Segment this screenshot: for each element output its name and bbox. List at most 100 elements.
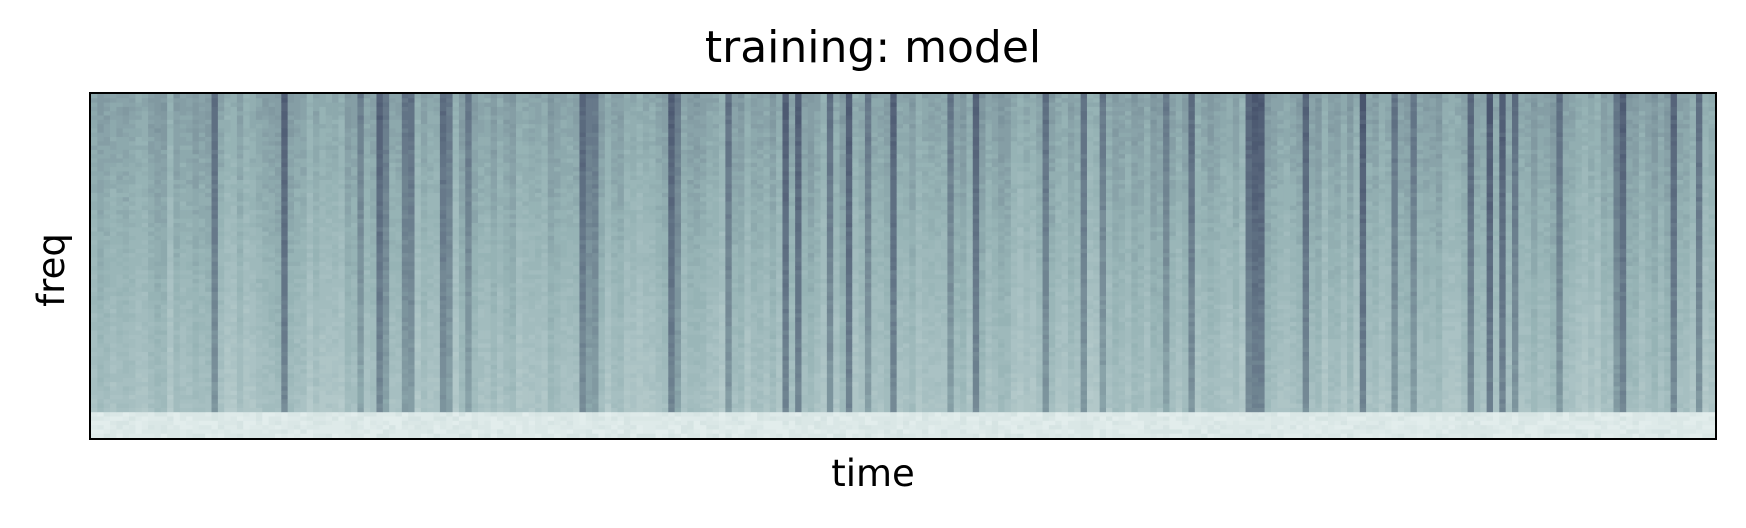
heatmap-cell xyxy=(680,218,688,224)
heatmap-cell xyxy=(642,149,650,159)
heatmap-cell xyxy=(287,386,295,396)
heatmap-cell xyxy=(141,291,149,297)
heatmap-cell xyxy=(484,205,492,211)
heatmap-cell xyxy=(262,326,270,331)
heatmap-cell xyxy=(268,321,276,331)
heatmap-cell xyxy=(579,291,587,301)
heatmap-cell xyxy=(338,253,346,258)
heatmap-cell xyxy=(243,270,250,284)
heatmap-cell xyxy=(541,304,549,318)
heatmap-cell xyxy=(192,330,200,344)
heatmap-cell xyxy=(649,141,656,146)
heatmap-cell xyxy=(129,214,136,220)
heatmap-cell xyxy=(465,231,473,237)
heatmap-cell xyxy=(230,201,238,207)
heatmap-cell xyxy=(592,291,599,297)
heatmap-cell xyxy=(516,257,523,267)
heatmap-cell xyxy=(103,188,111,194)
heatmap-cell xyxy=(141,321,149,327)
heatmap-cell xyxy=(636,240,644,245)
heatmap-cell xyxy=(148,158,155,164)
heatmap-cell xyxy=(179,180,187,185)
heatmap-cell xyxy=(420,201,428,207)
heatmap-cell xyxy=(433,274,441,280)
heatmap-cell xyxy=(674,94,682,99)
heatmap-cell xyxy=(427,352,434,361)
heatmap-cell xyxy=(655,106,663,112)
heatmap-cell xyxy=(547,321,555,331)
heatmap-cell xyxy=(167,274,174,280)
heatmap-cell xyxy=(579,377,587,383)
heatmap-cell xyxy=(509,420,517,426)
heatmap-cell xyxy=(547,111,555,116)
heatmap-cell xyxy=(420,304,428,318)
heatmap-cell xyxy=(186,119,193,129)
heatmap-cell xyxy=(427,171,434,177)
heatmap-cell xyxy=(414,416,422,422)
heatmap-cell xyxy=(116,210,124,215)
heatmap-cell xyxy=(630,300,637,306)
heatmap-cell xyxy=(236,223,244,228)
heatmap-cell xyxy=(160,266,168,280)
heatmap-cell xyxy=(401,360,409,370)
heatmap-cell xyxy=(211,257,219,263)
heatmap-cell xyxy=(110,326,117,331)
heatmap-cell xyxy=(611,128,618,134)
heatmap-cell xyxy=(154,412,162,417)
heatmap-cell xyxy=(484,399,492,404)
heatmap-cell xyxy=(167,399,174,409)
heatmap-cell xyxy=(306,266,314,271)
heatmap-cell xyxy=(541,171,549,177)
heatmap-cell xyxy=(300,197,308,207)
heatmap-cell xyxy=(179,291,187,297)
heatmap-cell xyxy=(294,403,301,409)
heatmap-cell xyxy=(332,412,339,417)
heatmap-cell xyxy=(148,352,155,357)
heatmap-cell xyxy=(408,373,415,383)
heatmap-cell xyxy=(585,334,593,340)
heatmap-cell xyxy=(91,175,98,185)
heatmap-cell xyxy=(198,300,206,306)
heatmap-cell xyxy=(344,128,352,134)
heatmap-cell xyxy=(433,330,441,344)
heatmap-cell xyxy=(243,261,250,271)
heatmap-cell xyxy=(636,119,644,125)
heatmap-cell xyxy=(344,326,352,357)
heatmap-cell xyxy=(408,94,415,99)
heatmap-cell xyxy=(230,106,238,159)
heatmap-cell xyxy=(205,416,212,422)
heatmap-cell xyxy=(585,412,593,422)
heatmap-cell xyxy=(211,291,219,301)
heatmap-cell xyxy=(211,253,219,258)
heatmap-cell xyxy=(579,407,587,413)
heatmap-cell xyxy=(611,420,618,426)
heatmap-cell xyxy=(535,214,542,220)
heatmap-cell xyxy=(661,214,669,228)
heatmap-cell xyxy=(490,369,498,374)
heatmap-cell xyxy=(668,364,676,379)
heatmap-cell xyxy=(655,145,663,159)
heatmap-cell xyxy=(661,141,669,146)
heatmap-cell xyxy=(167,261,174,271)
heatmap-cell xyxy=(370,175,377,181)
heatmap-cell xyxy=(319,334,327,340)
heatmap-cell xyxy=(579,395,587,404)
heatmap-cell xyxy=(547,296,555,301)
heatmap-cell xyxy=(636,253,644,267)
heatmap-cell xyxy=(198,162,206,172)
heatmap-cell xyxy=(110,390,117,396)
heatmap-cell xyxy=(484,416,492,422)
heatmap-cell xyxy=(649,197,656,207)
heatmap-cell xyxy=(674,266,682,271)
heatmap-cell xyxy=(224,240,231,245)
heatmap-cell xyxy=(642,266,650,271)
heatmap-cell xyxy=(458,309,466,323)
heatmap-cell xyxy=(585,317,593,327)
heatmap-cell xyxy=(148,253,155,258)
heatmap-cell xyxy=(668,347,676,353)
heatmap-cell xyxy=(255,119,263,125)
heatmap-cell xyxy=(541,390,549,400)
heatmap-cell xyxy=(198,425,206,430)
heatmap-cell xyxy=(319,106,327,125)
heatmap-cell xyxy=(611,369,618,374)
